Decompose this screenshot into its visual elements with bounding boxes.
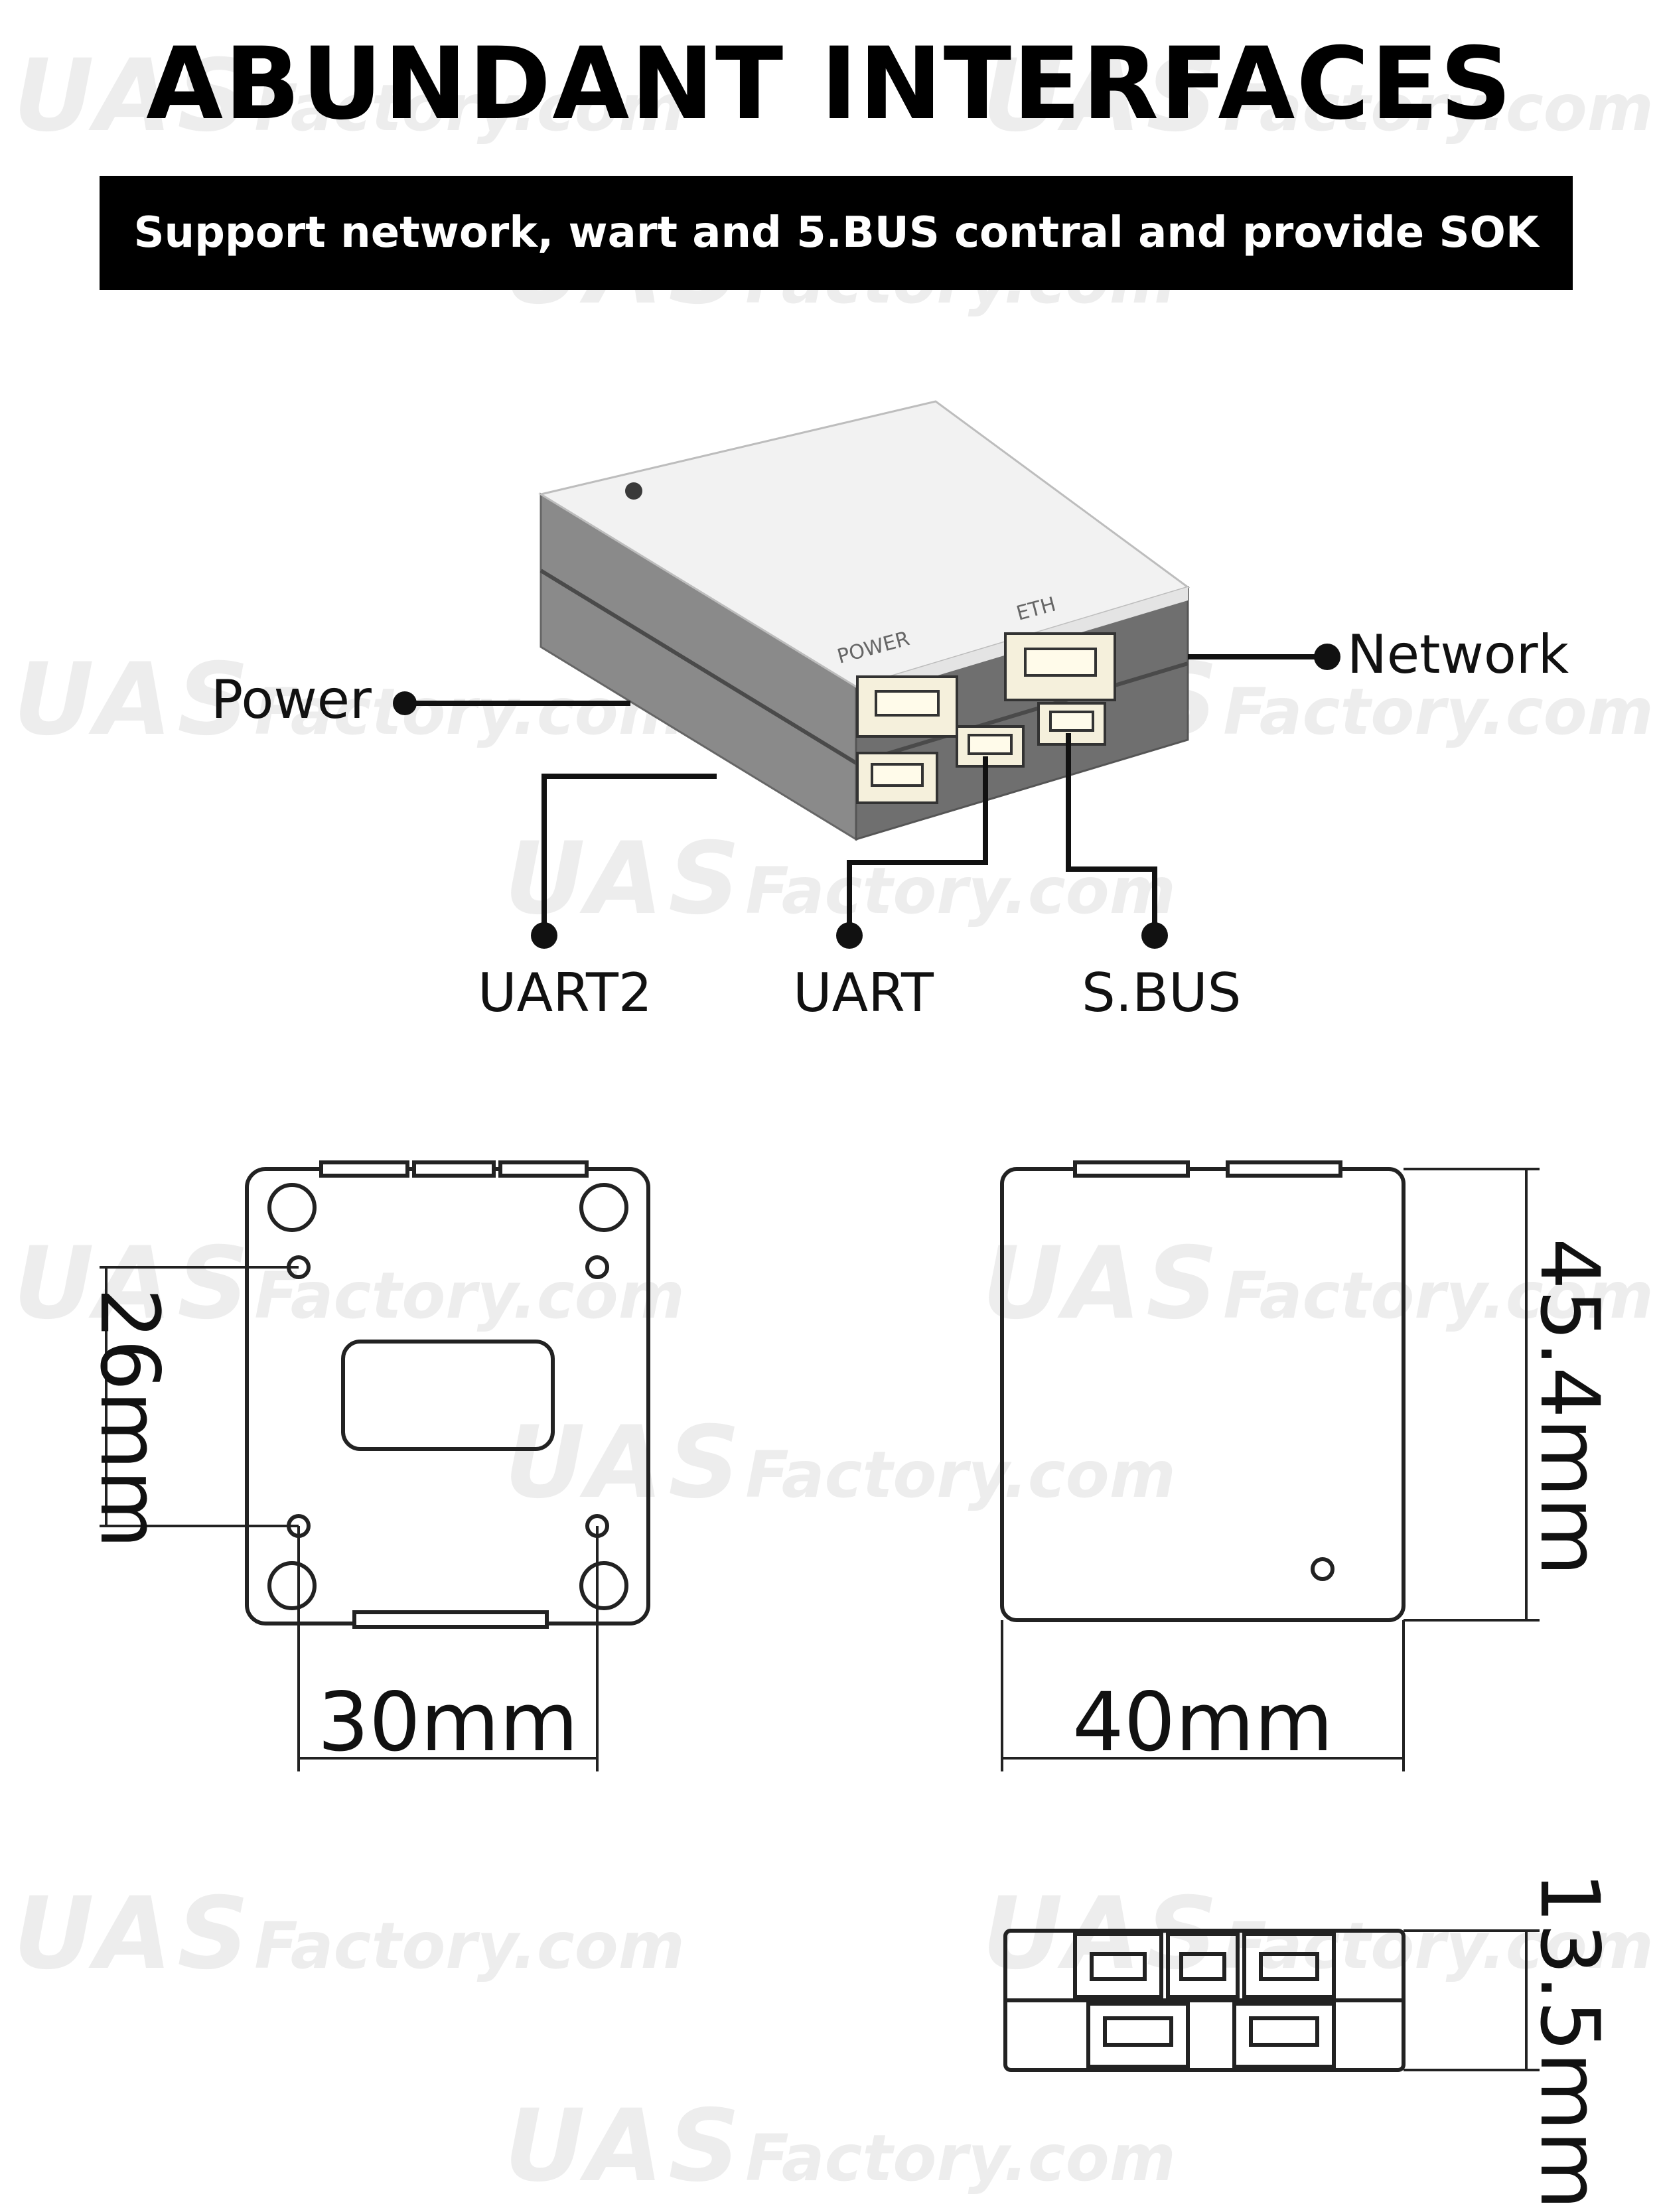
bottom-view-drawing: [245, 1160, 650, 1629]
callout-power: Power: [211, 669, 372, 730]
callout-network: Network: [1347, 624, 1569, 685]
dimension-45-4mm: 45.4mm: [1522, 1238, 1617, 1576]
device-illustration: POWER ETH: [538, 400, 1190, 841]
callout-uart2: UART2: [478, 962, 652, 1024]
uart2-port: [856, 752, 938, 804]
side-view-dimension-lines: [1404, 1929, 1540, 2071]
uart-port: [956, 725, 1025, 768]
side-view-drawing: [1003, 1929, 1406, 2072]
eth-port: [1004, 632, 1116, 701]
sbus-port: [1037, 702, 1106, 746]
dimension-40mm: 40mm: [1072, 1675, 1333, 1769]
callout-sbus: S.BUS: [1082, 962, 1242, 1024]
page-title: ABUNDANT INTERFACES: [146, 27, 1513, 142]
callout-lines: [405, 654, 1327, 932]
dimension-13-5mm: 13.5mm: [1522, 1872, 1617, 2210]
callout-dots: [393, 644, 1340, 949]
callout-uart: UART: [793, 962, 934, 1024]
bottom-view-dimension-lines: [100, 1266, 599, 1771]
dimension-26mm: 26mm: [82, 1288, 177, 1549]
top-view-dimension-lines: [1001, 1168, 1540, 1771]
power-port: [856, 675, 958, 738]
subtitle-banner: Support network, wart and 5.BUS contral …: [100, 176, 1573, 290]
top-view-drawing: [1000, 1160, 1406, 1622]
led-icon: [625, 482, 642, 500]
subtitle-text: Support network, wart and 5.BUS contral …: [133, 208, 1539, 257]
dimension-30mm: 30mm: [317, 1675, 579, 1769]
